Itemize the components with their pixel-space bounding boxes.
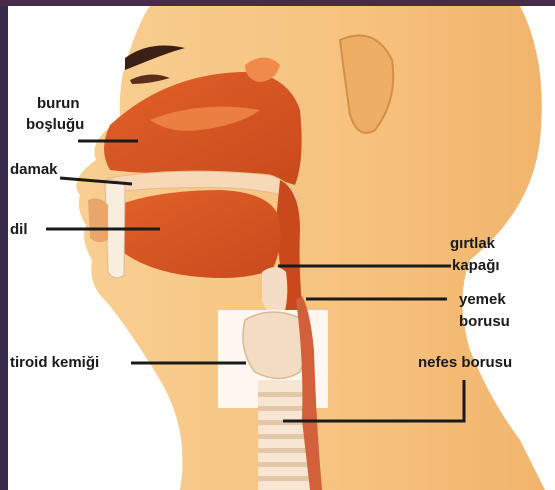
label-dil: dil xyxy=(10,221,28,238)
label-nefes-borusu: nefes borusu xyxy=(418,354,512,371)
left-border-strip xyxy=(0,0,8,490)
label-kapagi: kapağı xyxy=(452,257,500,274)
label-bosluğu: boşluğu xyxy=(26,116,84,133)
top-border-strip xyxy=(0,0,555,6)
label-girtlak: gırtlak xyxy=(450,235,496,252)
label-damak: damak xyxy=(10,161,58,178)
label-burun: burun xyxy=(37,95,80,112)
thyroid-cartilage xyxy=(243,312,305,379)
lips xyxy=(88,198,108,242)
label-tiroid: tiroid kemiği xyxy=(10,354,99,371)
label-yemek: yemek xyxy=(459,291,506,308)
label-borusu: borusu xyxy=(459,313,510,330)
